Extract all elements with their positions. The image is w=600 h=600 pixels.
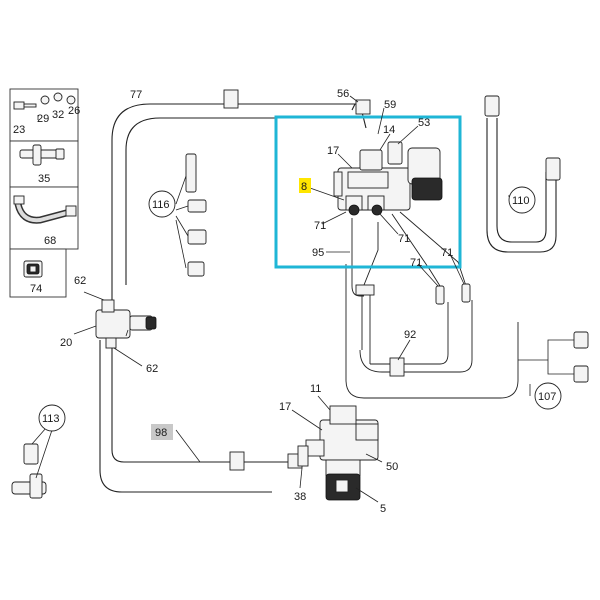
callout-29: 29	[37, 113, 49, 125]
highlight-frame	[274, 115, 462, 269]
fitting-110-right	[545, 157, 561, 181]
callout-circle-116	[148, 190, 176, 218]
pipe-71-a	[391, 213, 441, 287]
fitting-110-top	[484, 95, 500, 117]
callout-116: 116	[152, 199, 170, 211]
callout-32: 32	[52, 109, 64, 121]
callout-circle-113	[38, 404, 66, 432]
upper-valve-block	[333, 141, 443, 216]
label-98-background	[151, 424, 173, 440]
fitting-113-b	[11, 473, 47, 499]
callout-17-lower: 17	[279, 401, 291, 413]
panel-fitting-35	[9, 140, 79, 188]
callout-labels: 23 29 32 26 35 68 74 77 56 59 53 14 17 8…	[13, 88, 556, 515]
hose-icon	[13, 195, 77, 224]
fitting-107-a	[573, 331, 589, 349]
callout-26: 26	[68, 105, 80, 117]
nut-icon	[53, 92, 63, 102]
leader-116	[175, 175, 189, 269]
callout-56: 56	[337, 88, 349, 100]
fitting-107-b	[573, 365, 589, 383]
callout-98: 98	[155, 427, 167, 439]
valve-20	[95, 299, 157, 349]
solenoid-53	[407, 147, 443, 201]
fitting-116-tube	[185, 153, 197, 193]
callout-95: 95	[312, 247, 324, 259]
fitting-71-a	[435, 285, 445, 305]
callout-71-a: 71	[314, 220, 326, 232]
callout-74: 74	[30, 283, 42, 295]
leader-113	[31, 427, 53, 479]
pipe-network	[11, 89, 589, 499]
callout-53: 53	[418, 117, 430, 129]
left-parts-panel	[9, 88, 79, 298]
callout-23: 23	[13, 124, 25, 136]
callout-77: 77	[130, 89, 142, 101]
callout-circle-107	[534, 382, 562, 410]
callout-92: 92	[404, 329, 416, 341]
callout-38: 38	[294, 491, 306, 503]
callout-107: 107	[538, 391, 556, 403]
fitting-116-b	[187, 229, 207, 245]
callout-62-lower: 62	[146, 363, 158, 375]
callout-17-upper: 17	[327, 145, 339, 157]
pipe-107-loop	[345, 264, 519, 399]
pipe-77-outer	[111, 103, 356, 290]
clamp-95	[355, 284, 375, 296]
callout-circle-110	[508, 186, 536, 214]
fitting-116-c	[187, 261, 205, 277]
callout-59: 59	[384, 99, 396, 111]
pipe-92-a	[359, 300, 473, 373]
nut-icon-2	[66, 95, 76, 105]
bolt-icon	[13, 101, 37, 110]
leader-107-fittings	[518, 339, 574, 375]
pipe-110-outer	[486, 118, 557, 253]
fitting-113-a	[23, 443, 39, 465]
fitting-56	[355, 99, 371, 115]
fitting-116-a	[187, 199, 207, 213]
hex-nut-icon	[23, 260, 43, 278]
pipe-110-inner	[496, 118, 547, 243]
callout-50: 50	[386, 461, 398, 473]
leader-lines	[37, 95, 531, 503]
pipe-77-inner	[125, 117, 352, 285]
label-8-highlight	[299, 178, 311, 193]
pipe-92-b	[370, 302, 449, 365]
callout-71-c: 71	[410, 257, 422, 269]
solenoid-5	[325, 473, 361, 501]
callout-8: 8	[301, 181, 307, 193]
clip-98	[229, 451, 245, 471]
washer-icon	[40, 95, 50, 105]
clip-77	[223, 89, 239, 109]
fitting-71-b	[461, 283, 471, 303]
callout-62-upper: 62	[74, 275, 86, 287]
callout-14: 14	[383, 124, 395, 136]
callout-113: 113	[42, 413, 60, 425]
pipe-95-b	[361, 222, 379, 350]
callout-35: 35	[38, 173, 50, 185]
lower-valve-assembly	[297, 405, 379, 501]
callout-20: 20	[60, 337, 72, 349]
tee-fitting-icon	[19, 144, 65, 166]
callout-110: 110	[512, 195, 530, 207]
pipe-98	[111, 340, 290, 463]
callout-11: 11	[310, 383, 321, 395]
pipe-71-b	[399, 211, 467, 287]
clip-92	[389, 357, 405, 377]
pipe-113	[99, 340, 272, 493]
callout-71-b: 71	[398, 233, 410, 245]
callout-5: 5	[380, 503, 386, 515]
callout-68: 68	[44, 235, 56, 247]
callout-71-d: 71	[441, 247, 453, 259]
pipe-95-a	[351, 218, 364, 297]
